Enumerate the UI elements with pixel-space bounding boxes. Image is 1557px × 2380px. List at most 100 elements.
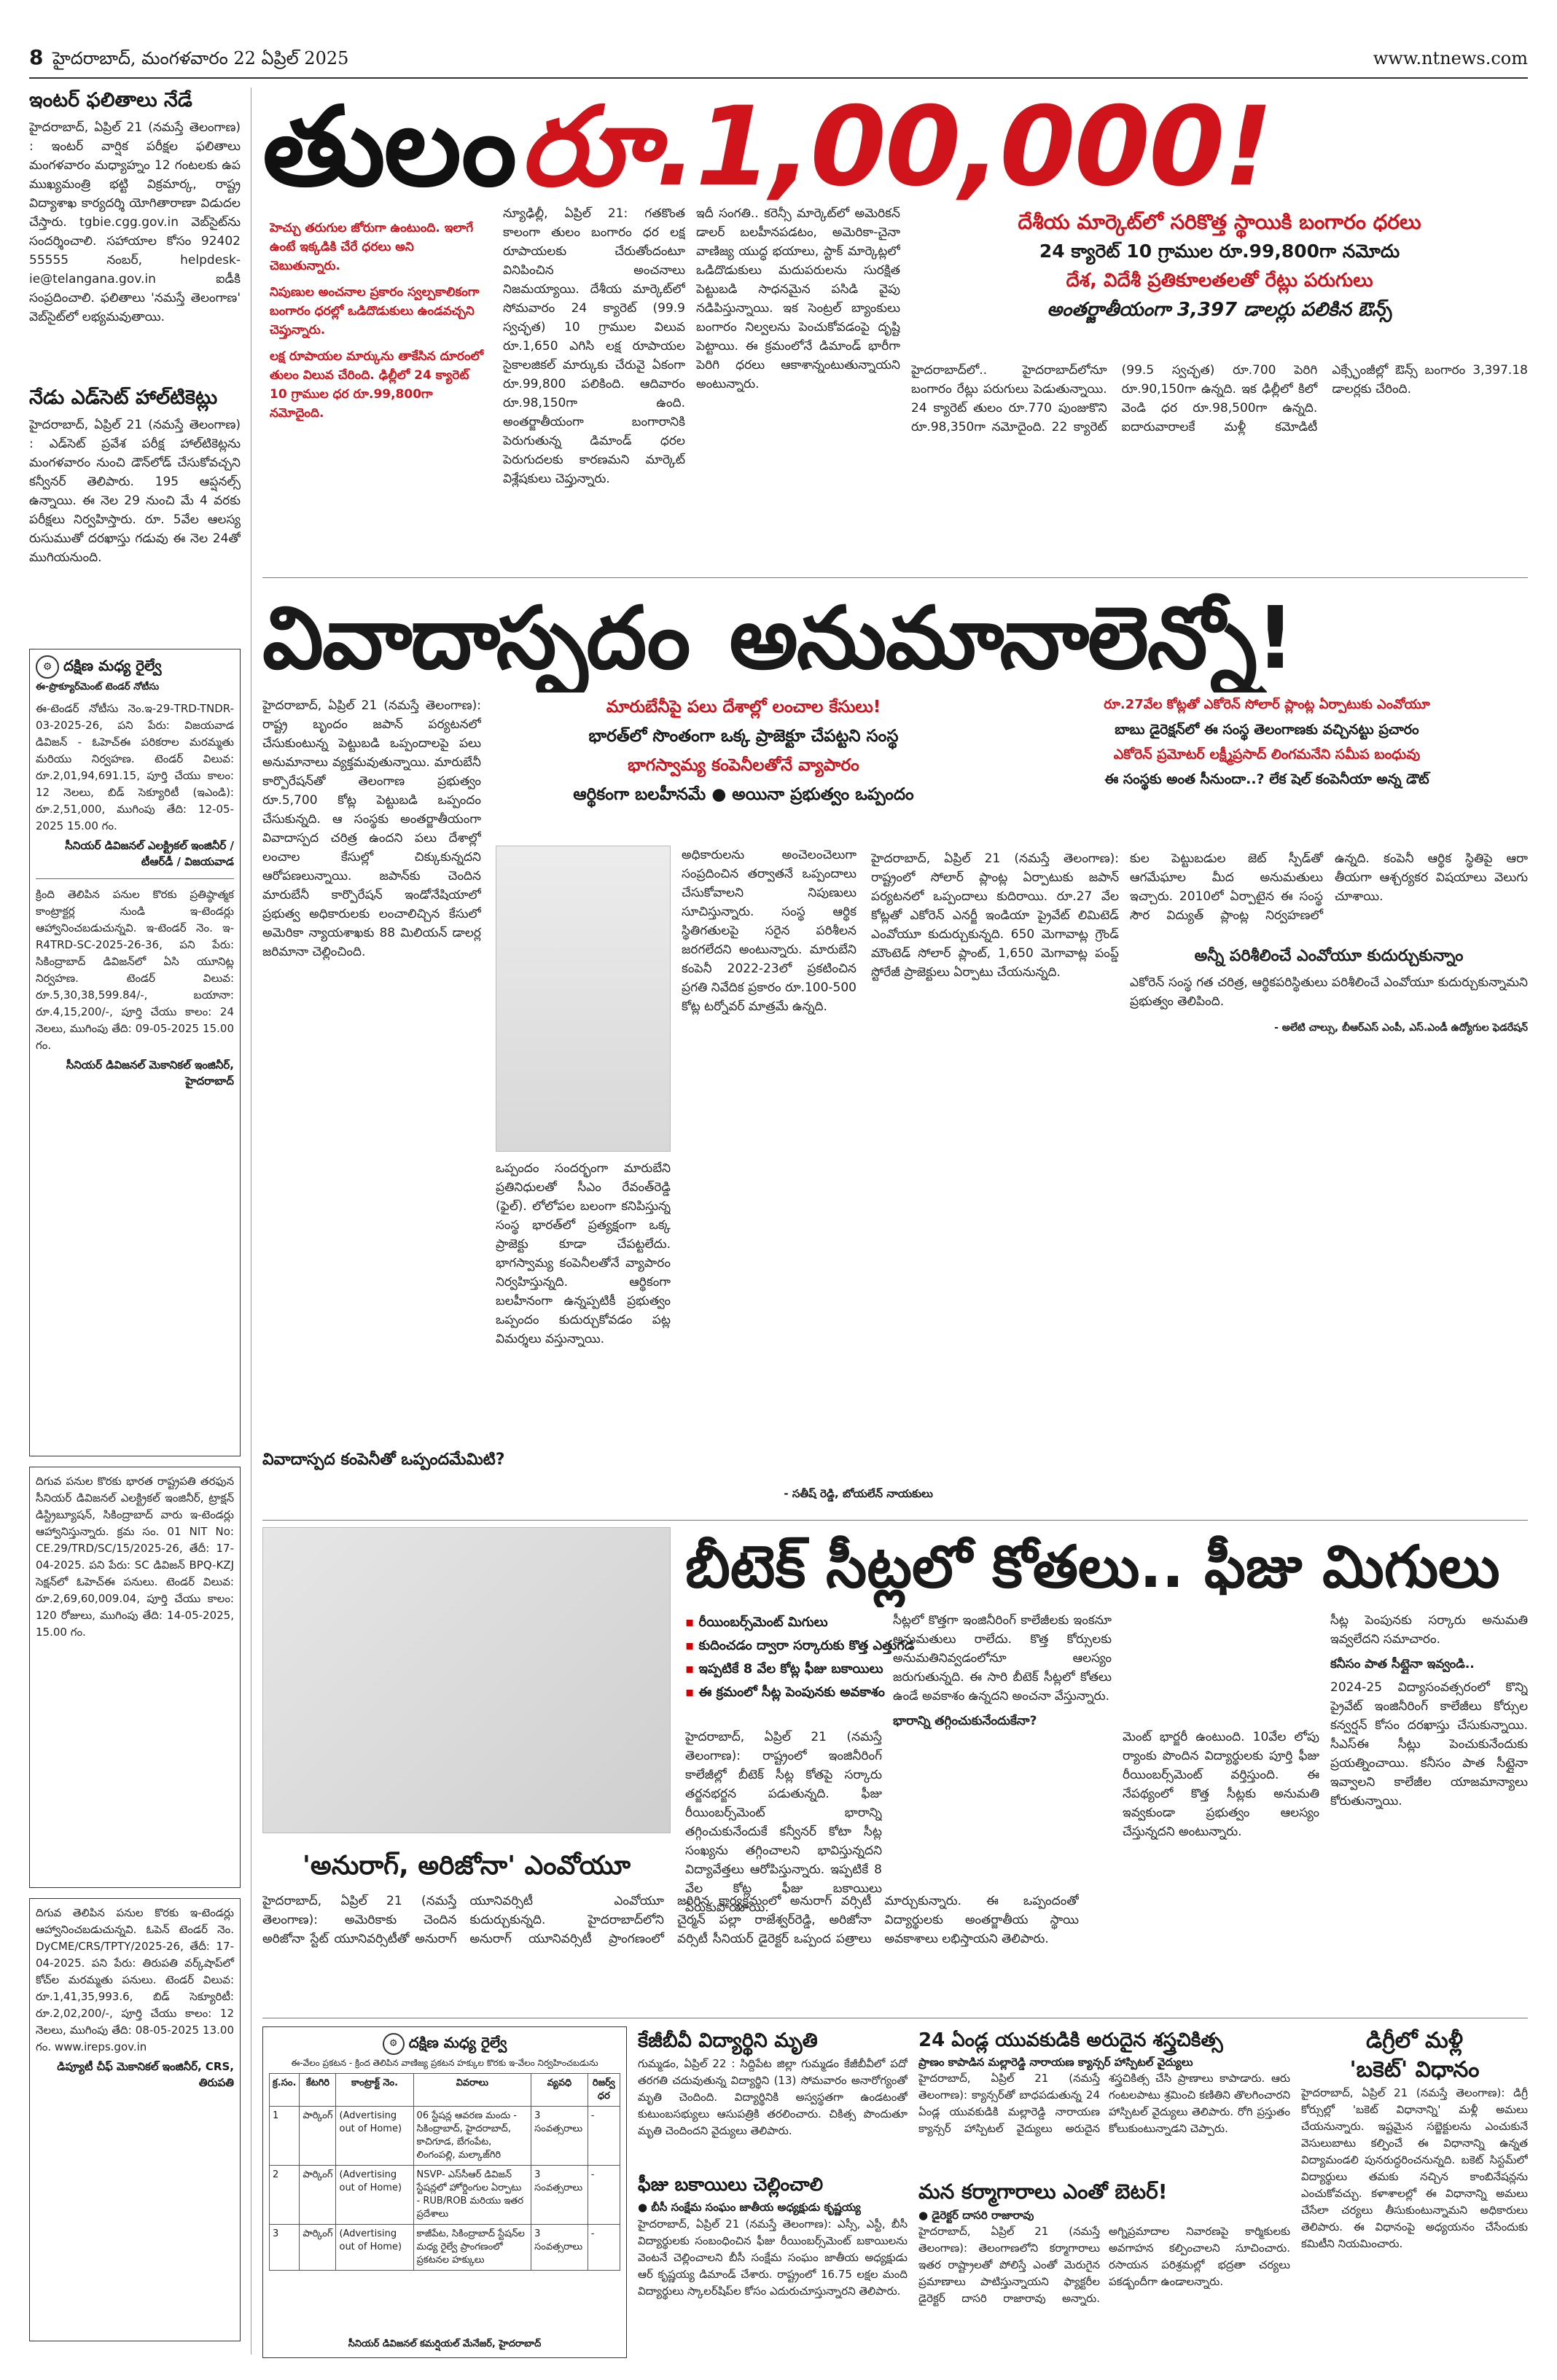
table-cell: 3 సంవత్సరాలు (531, 2106, 588, 2166)
solar-headline-2: అనుమానాలెన్నో! (729, 588, 1295, 688)
table-cell: పార్కింగ్‌ (299, 2224, 337, 2271)
solar-deck-black-2: ఆర్థికంగా బలహీనమే ● అయినా ప్రభుత్వం ఒప్ప… (573, 785, 914, 804)
railway-sub: ఈ-ప్రొక్యూర్‌మెంట్‌ టెండర్‌ నోటీసు (36, 682, 160, 692)
gold-subhead-4: అంతర్జాతీయంగా 3,397 డాలర్లు పలికిన ఔన్స్… (1047, 299, 1392, 321)
auction-th-6: రిజర్వ్‌ ధర (587, 2073, 621, 2107)
solar-col-1: హైదరాబాద్‌, ఏప్రిల్‌ 21 (నమస్తే తెలంగాణ)… (262, 696, 481, 1447)
table-row: 3 పార్కింగ్‌ (Advertising out of Home) క… (268, 2224, 621, 2271)
kgbv-sub-kicker: ● బీసీ సంక్షేమ సంఘం జాతీయ అధ్యక్షుడు కృష… (638, 2201, 861, 2214)
btech-bullet-3: ఇప్పటికే 8 వేల కోట్ల ఫీజు బకాయిలు (685, 1658, 1123, 1681)
solar-decks-left: మారుబేనీపై పలు దేశాల్లో లంచాల కేసులు! భా… (496, 692, 991, 838)
solar-right-black-1: బాబు డైరెక్షన్‌లో ఈ సంస్థ తెలంగాణకు వచ్చ… (1115, 722, 1419, 738)
solar-col-1-subhead-box: వివాదాస్పద కంపెనీతో ఒప్పందమేమిటి? (262, 1451, 918, 1480)
btech-bullet-2: కుదించడం ద్వారా సర్కారుకు కొత్త ఎత్తుగడ (685, 1634, 1123, 1658)
gold-col-3: హైదరాబాద్‌లో.. హైదరాబాద్‌లోనూ బంగారం రేట… (911, 363, 1528, 434)
solar-col-5: కుల పెట్టుబడుల జెట్‌ స్పీడ్‌తో ఆగమేఘాల మ… (1130, 849, 1528, 1476)
railway-body: ఈ-టెండర్‌ నోటీసు నెం.ఇ-29-TRD-TNDR-03-20… (36, 702, 234, 832)
kgbv-story: కేజీబీవీ విద్యార్థిని మృతి గుమ్మడం, ఏప్ర… (638, 2026, 908, 2358)
auction-th-5: వ్యవధి (531, 2073, 588, 2107)
inter-results-title: ఇంటర్‌ ఫలితాలు నేడే (29, 89, 192, 112)
table-row: 1 పార్కింగ్‌ (Advertising out of Home) 0… (268, 2106, 621, 2166)
btech-col-4-text: సీట్ల పెంపునకు సర్కారు అనుమతి ఇవ్వలేదని … (1330, 1613, 1528, 1647)
btech-col-4-subhead: కనీసం పాత సీట్లైనా ఇవ్వండి.. (1330, 1657, 1475, 1671)
gold-headline-red: రూ.1,00,000! (519, 84, 1273, 211)
btech-col-4: సీట్ల పెంపునకు సర్కారు అనుమతి ఇవ్వలేదని … (1330, 1611, 1528, 2012)
auction-th-3: కాంట్రాక్ట్‌ నెం. (335, 2073, 414, 2107)
btech-bullet-4: ఈ క్రమంలో సీట్ల పెంపునకు అవకాశం (685, 1681, 1123, 1704)
table-cell: 2 (268, 2165, 300, 2225)
railway-label: దక్షిణ మధ్య రైల్వే (63, 656, 162, 674)
cancer-headline: 24 ఏండ్ల యువకుడికి అరుదైన శస్త్రచికిత్స (918, 2029, 1223, 2051)
gold-kicker-2: నిపుణుల అంచనాల ప్రకారం స్వల్పకాలికంగా బం… (270, 285, 480, 338)
solar-col-1-text: హైదరాబాద్‌, ఏప్రిల్‌ 21 (నమస్తే తెలంగాణ)… (262, 698, 481, 959)
header-rule (29, 77, 1528, 79)
solar-photo-placeholder (496, 846, 671, 1152)
btech-col-2-text: సీట్లలో కొత్తగా ఇంజినీరింగ్‌ కాలేజీలకు ఇ… (893, 1613, 1112, 1704)
table-cell: 3 (268, 2224, 300, 2271)
solar-col-2: ఒప్పందం సందర్భంగా మారుబేని ప్రతినిధులతో … (496, 1161, 671, 1346)
solar-deck-red-2: భాగస్వామ్య కంపెనీలతోనే వ్యాపారం (628, 756, 859, 775)
solar-bottom-rule (262, 1520, 1528, 1521)
gold-subhead-2: 24 క్యారెట్‌ 10 గ్రాముల రూ.99,800గా నమోద… (1039, 241, 1400, 262)
table-cell: - (587, 2165, 621, 2225)
btech-col-1: హైదరాబాద్‌, ఏప్రిల్‌ 21 (నమస్తే తెలంగాణ)… (685, 1730, 882, 1915)
railway-sign: సీనియర్‌ డివిజనల్‌ ఎలక్ట్రికల్‌ ఇంజినీర్… (65, 839, 234, 868)
cancer-story: 24 ఏండ్ల యువకుడికి అరుదైన శస్త్రచికిత్స … (918, 2026, 1290, 2358)
hallticket-title: నేడు ఎడ్‌సెట్‌ హాల్‌టికెట్లు (29, 386, 218, 409)
anurag-body: హైదరాబాద్‌, ఏప్రిల్‌ 21 (నమస్తే తెలంగాణ)… (262, 1894, 1079, 1946)
auction-th-4: వివరాలు (413, 2073, 532, 2107)
railway-tender-ad-2: దిగువ పనుల కొరకు భారత రాష్ట్రపతి తరఫున స… (29, 1467, 241, 1888)
btech-headline: బీటెక్‌ సీట్లలో కోతలు.. ఫీజు మిగులు (685, 1533, 1500, 1601)
gold-headline-black: తులం (262, 84, 517, 211)
solar-byline-left: - సతీష్‌ రెడ్డి, బోయలేన్‌ నాయకులు (784, 1487, 933, 1500)
table-cell: 1 (268, 2106, 300, 2166)
solar-col-3: అధికారులను అంచెలంచెలుగా సంప్రదించిన తర్వ… (682, 848, 856, 1014)
railway-body-2: క్రింది తెలిపిన పనుల కొరకు ప్రతిష్ఠాత్మక… (36, 888, 234, 1052)
btech-bullet-1: రీయింబర్స్‌మెంట్‌ మిగులు (685, 1611, 1123, 1634)
table-cell: (Advertising out of Home) (335, 2224, 414, 2271)
solar-col-5-subhead: అన్నీ పరిశీలించే ఎంవోయూ కుదుర్చుకున్నాం (1194, 947, 1464, 965)
cancer-body: హైదరాబాద్‌, ఏప్రిల్‌ 21 (నమస్తే తెలంగాణ)… (918, 2072, 1290, 2135)
anurag-headline: 'అనురాగ్‌, అరిజోనా' ఎంవోయూ (302, 1851, 631, 1881)
railway-logo-icon-2: ⚙ (382, 2033, 405, 2055)
btech-col-2-subhead: భారాన్ని తగ్గించుకునేందుకేనా? (893, 1714, 1037, 1728)
railway-sign-3: డిప్యూటీ చీఫ్‌ మెకానికల్‌ ఇంజినీర్‌, CRS… (57, 2060, 234, 2089)
gold-kicker-red: హెచ్చు తరుగుల జోరుగా ఉంటుంది. ఇలాగే ఉంటే… (270, 219, 488, 437)
cancer-kicker: ప్రాణం కాపాడిన మల్లారెడ్డి నారాయణ క్యాన్… (918, 2056, 1193, 2069)
page-header: 8 హైదరాబాద్‌, మంగళవారం 22 ఏప్రిల్‌ 2025 … (29, 45, 1528, 76)
railway-body-3: దిగువ పనుల కొరకు భారత రాష్ట్రపతి తరఫున స… (36, 1475, 234, 1639)
table-cell: పార్కింగ్‌ (299, 2106, 337, 2166)
degree-story: డిగ్రీలో మళ్లీ 'బకెట్‌' విధానం హైదరాబాద్… (1301, 2026, 1528, 2358)
railway-auction-ad: ⚙ దక్షిణ మధ్య రైల్వే ఈ-వేలం ప్రకటన - క్ర… (262, 2026, 627, 2358)
kgbv-body: గుమ్మడం, ఏప్రిల్‌ 22 : సిద్దిపేట జిల్లా … (638, 2057, 908, 2137)
auction-caption: ఈ-వేలం ప్రకటన - క్రింద తెలిపిన వాణిజ్య ప… (291, 2058, 598, 2068)
solar-right-red: రూ.27వేల కోట్లతో ఎకోరెన్‌ సోలార్‌ ప్లాంట… (1104, 697, 1430, 712)
auction-th-1: క్ర.సం. (268, 2073, 300, 2107)
gold-headline: తులం రూ.1,00,000! (262, 82, 1298, 213)
gold-subhead-3: దేశ, విదేశీ ప్రతికూలతలతో రేట్లు పరుగులు (1066, 270, 1373, 292)
solar-decks-right: రూ.27వేల కోట్లతో ఎకోరెన్‌ సోలార్‌ ప్లాంట… (1006, 692, 1528, 846)
railway-body-4: దిగువ తెలిపిన పనుల కొరకు ఇ-టెండర్లు ఆహ్వ… (36, 1906, 234, 2053)
table-cell: కాజీపేట, సికింద్రాబాద్‌ స్టేషన్‌ల మధ్య ర… (413, 2224, 532, 2271)
kgbv-sub-body: హైదరాబాద్‌, ఏప్రిల్‌ 21 (నమస్తే తెలంగాణ)… (638, 2217, 908, 2298)
table-cell: - (587, 2224, 621, 2271)
gold-col-2: ఇదీ సంగతి.. కరెన్సీ మార్కెట్‌లో అమెరికన్… (696, 206, 900, 391)
degree-headline-2: 'బకెట్‌' విధానం (1349, 2057, 1480, 2083)
auction-railway-label: దక్షిణ మధ్య రైల్వే (408, 2033, 507, 2051)
gold-subheads: దేశీయ మార్కెట్‌లో సరికొత్త స్థాయికి బంగా… (911, 208, 1528, 354)
inter-results-body: హైదరాబాద్‌, ఏప్రిల్‌ 21 (నమస్తే తెలంగాణ)… (29, 120, 241, 324)
auction-th-2: కేటగిరి (299, 2073, 337, 2107)
cancer-sub-body: హైదరాబాద్‌, ఏప్రిల్‌ 21 (నమస్తే తెలంగాణ)… (918, 2225, 1290, 2305)
website-link[interactable]: www.ntnews.com (1373, 48, 1528, 69)
gold-subhead-1: దేశీయ మార్కెట్‌లో సరికొత్త స్థాయికి బంగా… (1018, 210, 1421, 234)
dateline: హైదరాబాద్‌, మంగళవారం 22 ఏప్రిల్‌ 2025 (52, 48, 349, 69)
gold-bottom-rule (262, 577, 1528, 578)
btech-bullets: రీయింబర్స్‌మెంట్‌ మిగులు కుదించడం ద్వారా… (685, 1611, 1123, 1720)
degree-body: హైదరాబాద్‌, ఏప్రిల్‌ 21 (నమస్తే తెలంగాణ)… (1301, 2086, 1528, 2250)
degree-headline: డిగ్రీలో మళ్లీ (1366, 2028, 1463, 2053)
solar-col-5-text: కుల పెట్టుబడుల జెట్‌ స్పీడ్‌తో ఆగమేఘాల మ… (1130, 851, 1528, 923)
solar-byline-right: - అలేటి చాల్సు, బీఆర్‌ఎస్‌ ఎంపీ, ఎస్‌.ఎం… (1274, 1022, 1528, 1034)
table-cell: NSVP- ఎస్‌సీఆర్‌ డివిజన్‌ స్టేషన్లలో హోర… (413, 2165, 532, 2225)
table-cell: (Advertising out of Home) (335, 2106, 414, 2166)
railway-sign-2: సీనియర్‌ డివిజనల్‌ మెకానికల్‌ ఇంజినీర్‌,… (66, 1058, 234, 1088)
